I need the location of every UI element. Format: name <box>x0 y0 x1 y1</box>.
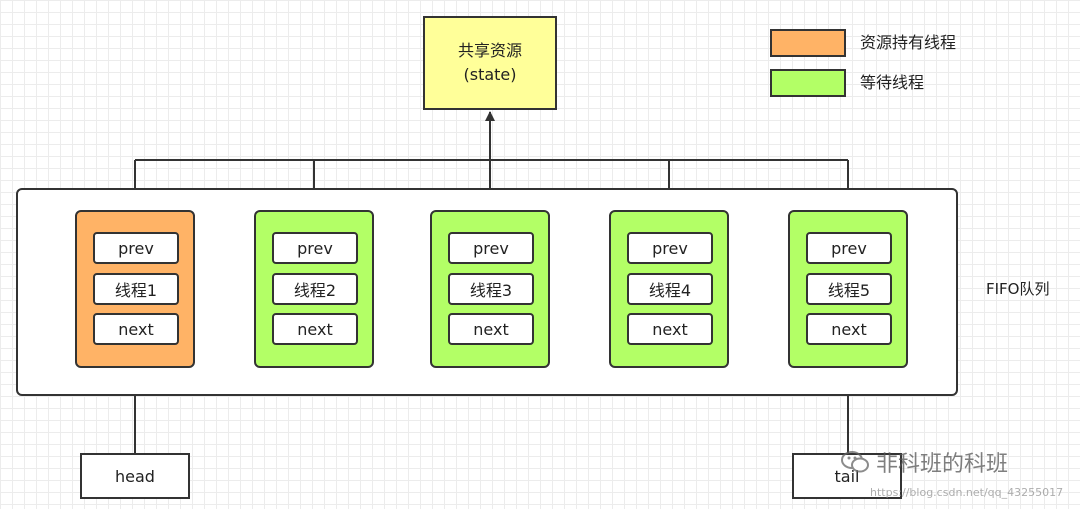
node-prev-field: prev <box>93 232 179 264</box>
thread-node-2: prev 线程2 next <box>254 210 374 368</box>
node-next-field: next <box>627 313 713 345</box>
watermark: 非科班的科班 <box>840 442 1070 482</box>
resource-subtitle: (state) <box>463 65 517 84</box>
node-thread-name: 线程4 <box>627 273 713 305</box>
node-thread-name: 线程3 <box>448 273 534 305</box>
node-prev-field: prev <box>272 232 358 264</box>
thread-node-4: prev 线程4 next <box>609 210 729 368</box>
node-thread-name: 线程5 <box>806 273 892 305</box>
resource-title: 共享资源 <box>457 41 522 60</box>
thread-node-3: prev 线程3 next <box>430 210 550 368</box>
node-thread-name: 线程1 <box>93 273 179 305</box>
legend-label-holder: 资源持有线程 <box>860 33 957 52</box>
thread-node-5: prev 线程5 next <box>788 210 908 368</box>
node-prev-field: prev <box>627 232 713 264</box>
node-next-field: next <box>93 313 179 345</box>
node-next-field: next <box>806 313 892 345</box>
watermark-text: 非科班的科班 <box>876 452 1009 477</box>
node-next-field: next <box>448 313 534 345</box>
shared-resource-box: 共享资源 (state) <box>423 16 557 110</box>
watermark-url: https://blog.csdn.net/qq_43255017 <box>870 486 1064 499</box>
legend-label-waiting: 等待线程 <box>860 73 925 92</box>
legend-swatch-holder <box>770 29 846 57</box>
head-pointer-box: head <box>80 453 190 499</box>
node-thread-name: 线程2 <box>272 273 358 305</box>
node-prev-field: prev <box>806 232 892 264</box>
node-prev-field: prev <box>448 232 534 264</box>
thread-node-1: prev 线程1 next <box>75 210 195 368</box>
node-next-field: next <box>272 313 358 345</box>
wechat-icon <box>841 451 869 473</box>
fifo-queue-label: FIFO队列 <box>986 280 1050 298</box>
legend-swatch-waiting <box>770 69 846 97</box>
